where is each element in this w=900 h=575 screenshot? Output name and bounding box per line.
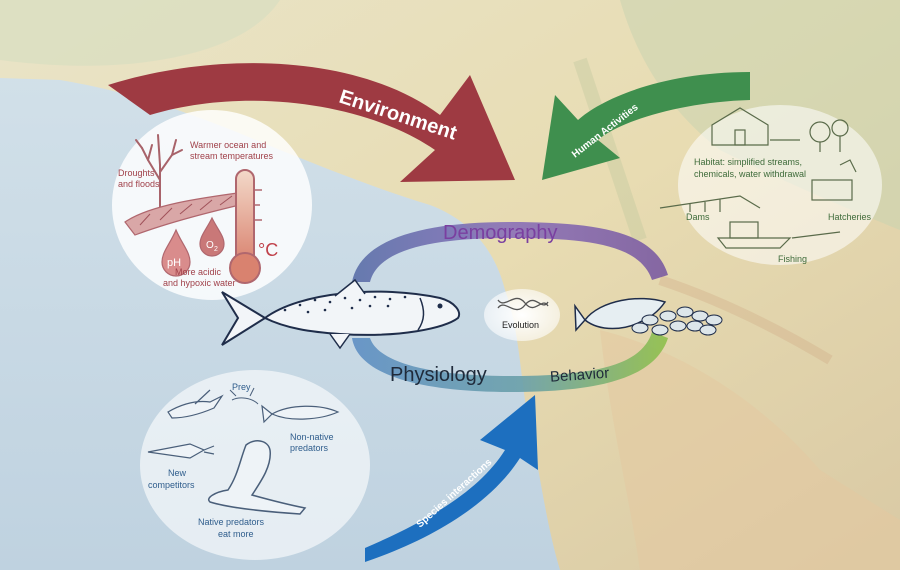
dams-label: Dams	[686, 212, 710, 222]
warmer-label-line1: Warmer ocean and	[190, 140, 266, 150]
fishing-boat-icon	[716, 221, 841, 249]
bird-icon	[167, 389, 224, 419]
house-icon	[711, 107, 800, 146]
human-activities-panel: Habitat: simplified streams, chemicals, …	[659, 105, 882, 265]
demography-label: Demography	[443, 222, 558, 244]
species-panel: Prey Non-native predators New competitor…	[140, 370, 370, 560]
physiology-label: Physiology	[390, 364, 487, 386]
dna-icon	[497, 297, 549, 311]
oxygen-subscript: 2	[214, 246, 218, 253]
oxygen-label: O	[206, 240, 214, 251]
behavior-label: Behavior	[550, 365, 610, 386]
nonnative-label-line1: Non-native	[290, 432, 334, 442]
hatcheries-label: Hatcheries	[828, 212, 872, 222]
celsius-label: °C	[258, 240, 278, 260]
new-competitors-line2: competitors	[148, 480, 195, 490]
gravel-icon	[631, 306, 723, 336]
droughts-label-line1: Droughts	[118, 168, 155, 178]
evolution-label: Evolution	[502, 320, 539, 330]
ph-drop-icon: pH	[161, 228, 191, 277]
habitat-label-line1: Habitat: simplified streams,	[694, 157, 802, 167]
thermometer-icon	[229, 169, 262, 284]
fishing-label: Fishing	[778, 254, 807, 264]
nonnative-label-line2: predators	[290, 443, 329, 453]
shrimp-icon	[229, 387, 259, 405]
acidic-label-line1: More acidic	[175, 267, 222, 277]
environment-panel: pH O 2 °C Droughts and floods Warmer oce…	[112, 110, 312, 300]
sea-lion-icon	[208, 440, 307, 515]
native-predators-line2: eat more	[218, 529, 254, 539]
ph-label: pH	[167, 257, 181, 269]
native-predators-line1: Native predators	[198, 517, 265, 527]
evolution-badge: Evolution	[484, 289, 560, 341]
droughts-label-line2: and floods	[118, 179, 160, 189]
dead-tree-icon	[135, 134, 183, 211]
life-cycle-ring: Demography Physiology Behavior	[352, 222, 668, 392]
trees-icon	[809, 119, 849, 152]
new-competitors-line1: New	[168, 468, 187, 478]
warmer-label-line2: stream temperatures	[190, 151, 274, 161]
dam-icon	[659, 195, 761, 212]
spawning-salmon-icon	[574, 297, 723, 336]
oxygen-drop-icon: O 2	[199, 216, 225, 257]
hatchery-icon	[811, 159, 857, 201]
squid-icon	[147, 443, 215, 459]
habitat-label-line2: chemicals, water withdrawal	[694, 169, 806, 179]
prey-label: Prey	[232, 382, 251, 392]
salmon-icon	[221, 278, 460, 350]
acidic-label-line2: and hypoxic water	[163, 278, 236, 288]
nonnative-fish-icon	[261, 404, 340, 424]
